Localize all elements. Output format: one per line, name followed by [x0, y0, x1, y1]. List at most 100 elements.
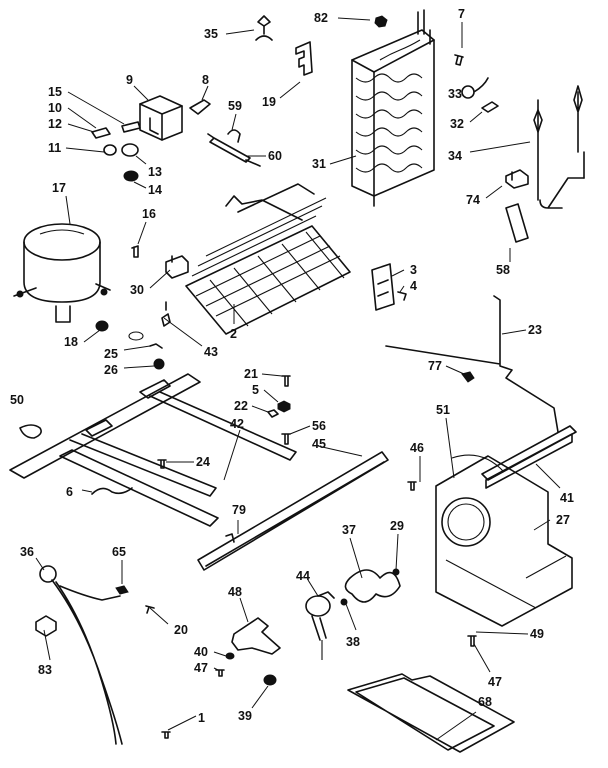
callout-13: 13	[148, 165, 162, 179]
part-48-bracket	[231, 617, 281, 655]
part-30-clip	[165, 255, 189, 279]
part-15-terminal	[121, 121, 141, 133]
part-25-clip	[149, 343, 163, 349]
callout-10: 10	[48, 101, 62, 115]
callout-3: 3	[410, 263, 417, 277]
callout-7: 7	[458, 7, 465, 21]
callout-8: 8	[202, 73, 209, 87]
leader-lines	[35, 17, 561, 741]
callout-21: 21	[244, 367, 258, 381]
part-14-grommet	[123, 170, 139, 182]
callout-35: 35	[204, 27, 218, 41]
callout-46: 46	[410, 441, 424, 455]
callout-47a: 47	[194, 661, 208, 675]
callout-20: 20	[174, 623, 188, 637]
part-5-nut	[277, 400, 291, 413]
callout-27: 27	[556, 513, 570, 527]
part-74-clip	[505, 169, 529, 189]
callout-24: 24	[196, 455, 210, 469]
callout-11: 11	[48, 141, 61, 155]
callout-1: 1	[198, 711, 205, 725]
part-9-relay-bracket	[139, 95, 183, 141]
callout-38: 38	[346, 635, 360, 649]
part-38-washer	[340, 598, 348, 606]
callout-59: 59	[228, 99, 242, 113]
part-65-clip	[115, 585, 129, 595]
part-37-fan-blade	[344, 569, 401, 603]
callout-83: 83	[38, 663, 52, 677]
callout-23: 23	[528, 323, 542, 337]
callout-39: 39	[238, 709, 252, 723]
callout-40: 40	[194, 645, 208, 659]
callout-31: 31	[312, 157, 326, 171]
callout-41: 41	[560, 491, 574, 505]
callout-82: 82	[314, 11, 328, 25]
part-1-screw	[161, 731, 171, 739]
part-23-wire	[385, 295, 559, 433]
callout-65: 65	[112, 545, 126, 559]
part-35-clip	[255, 15, 273, 41]
part-34-tubing	[533, 85, 585, 209]
callout-6: 6	[66, 485, 73, 499]
part-13-overload	[121, 143, 139, 157]
part-83-plug	[35, 615, 57, 637]
part-16-screw	[131, 245, 139, 258]
part-43-tube	[161, 301, 171, 327]
callout-37: 37	[342, 523, 356, 537]
part-19-bracket	[295, 41, 313, 76]
callout-26: 26	[104, 363, 118, 377]
callout-32: 32	[450, 117, 464, 131]
part-56-screw	[281, 433, 291, 445]
part-6-cable	[91, 487, 133, 495]
part-32-clip	[481, 101, 499, 113]
part-18-grommet	[95, 320, 109, 332]
callout-19: 19	[262, 95, 276, 109]
part-17-compressor	[13, 223, 111, 323]
callout-5: 5	[252, 383, 259, 397]
part-24-screw	[157, 459, 167, 469]
callout-14: 14	[148, 183, 162, 197]
callout-36: 36	[20, 545, 34, 559]
part-79-screw	[225, 533, 235, 543]
part-47-screw-a	[215, 669, 225, 677]
part-77-clip	[461, 371, 475, 383]
callout-79: 79	[232, 503, 246, 517]
callout-51: 51	[436, 403, 450, 417]
callout-12: 12	[48, 117, 62, 131]
part-42-frame	[9, 373, 297, 527]
callout-18: 18	[64, 335, 78, 349]
part-2-condenser	[185, 183, 351, 335]
callout-45: 45	[312, 437, 326, 451]
callout-33: 33	[448, 87, 462, 101]
part-33-thermistor	[461, 77, 489, 99]
callout-60: 60	[268, 149, 282, 163]
part-11-cap	[103, 144, 117, 156]
part-21-screw	[281, 375, 291, 387]
part-47-screw-b	[467, 635, 477, 647]
parts-drawings	[9, 9, 585, 753]
part-26-grommet	[153, 358, 165, 370]
part-40-grommet	[225, 652, 235, 660]
callout-16: 16	[142, 207, 156, 221]
part-22-spacer	[267, 409, 279, 418]
part-45-rail	[197, 451, 389, 571]
part-41-rail	[481, 425, 577, 489]
callout-47b: 47	[488, 675, 502, 689]
callout-50: 50	[10, 393, 24, 407]
part-50-clip	[19, 424, 42, 439]
callout-49: 49	[530, 627, 544, 641]
callout-34: 34	[448, 149, 462, 163]
callout-68: 68	[478, 695, 492, 709]
callout-56: 56	[312, 419, 326, 433]
part-8-clip	[189, 99, 211, 115]
part-20-screw	[145, 605, 155, 614]
callout-48: 48	[228, 585, 242, 599]
part-68-drain-pan	[347, 673, 515, 753]
callout-15: 15	[48, 85, 62, 99]
callout-29: 29	[390, 519, 404, 533]
callout-43: 43	[204, 345, 218, 359]
part-60-drier	[207, 133, 261, 167]
callout-58: 58	[496, 263, 510, 277]
part-39-grommet	[263, 674, 277, 686]
